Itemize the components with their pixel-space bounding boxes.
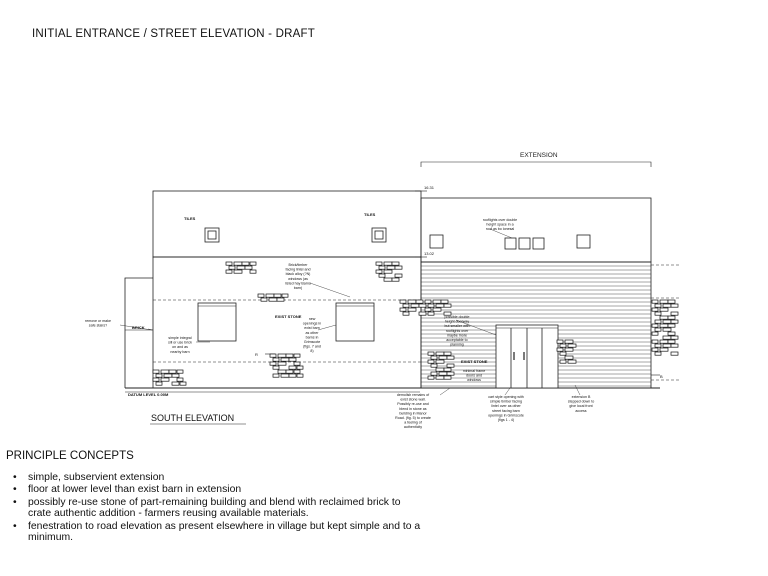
ext-rooflight-5 [576,234,591,249]
marker-b: B [660,374,663,379]
tiles-left-label: TILES [184,216,196,221]
concept-item: possibly re-use stone of part-remaining … [6,497,426,521]
concepts-list: simple, subservient extension floor at l… [6,472,426,544]
ext-rooflight-1 [429,234,444,249]
exist-stone-label-2: EXIST STONE [461,359,488,364]
tiles-right-label: TILES [364,212,376,217]
barn-roof [152,190,422,258]
drawing-title: INITIAL ENTRANCE / STREET ELEVATION - DR… [32,28,315,40]
south-elevation-drawing: 16.31 13.02 TILES TILES EXIST STONE EXIS… [85,152,680,429]
datum-label: DATUM LEVEL 0.00M [128,392,169,397]
extension-label: EXTENSION [520,152,558,159]
stone-patches [152,261,679,386]
extension-roof [420,197,652,263]
brick-label: BRICK [132,325,145,330]
ext-rooflight-3 [518,237,531,250]
ext-rooflight-2 [504,237,517,250]
barn-window-right [335,302,375,342]
concept-item: fenestration to road elevation as presen… [6,521,426,545]
concept-item: simple, subservient extension [6,472,426,484]
exist-stone-label-1: EXIST STONE [275,314,302,319]
extension-dimension [420,161,652,167]
level-eaves: 13.02 [424,251,435,256]
boundary-wall [124,277,153,388]
level-top: 16.31 [424,185,435,190]
principle-concepts: PRINCIPLE CONCEPTS simple, subservient e… [6,450,426,545]
ext-rooflight-4 [532,237,545,250]
concept-item: floor at lower level than exist barn in … [6,484,426,496]
concepts-heading: PRINCIPLE CONCEPTS [6,450,134,462]
barn-rooflight-left [204,227,220,243]
marker-r: R [255,352,258,357]
south-elevation-label: SOUTH ELEVATION [151,413,234,423]
barn-window-left [197,302,237,342]
barn-rooflight-right [371,227,387,243]
